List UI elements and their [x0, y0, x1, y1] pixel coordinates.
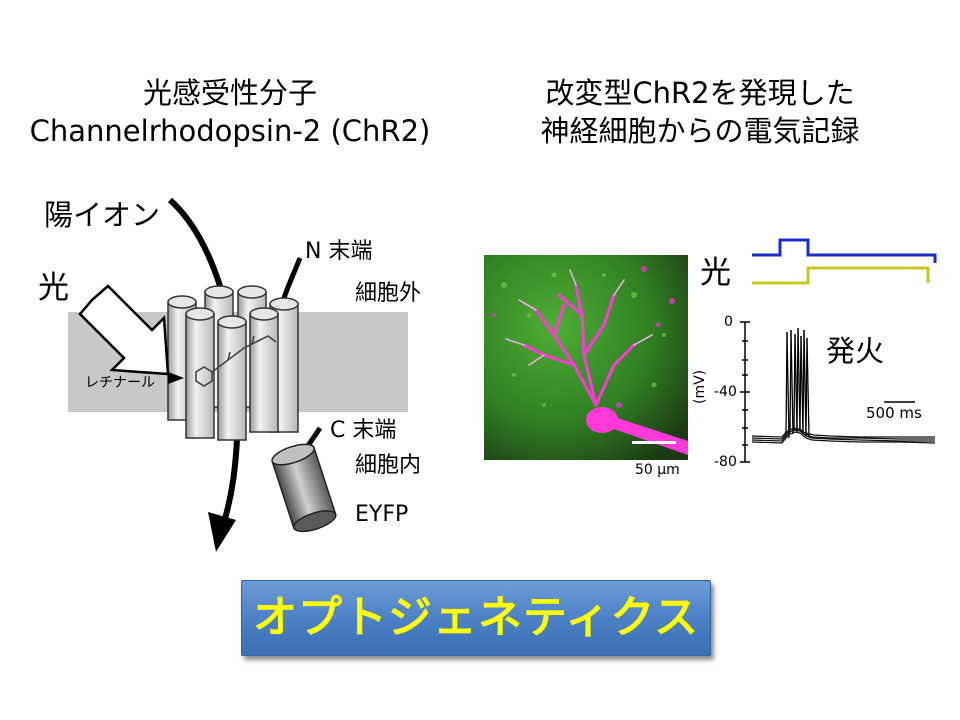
- eyfp-label: EYFP: [355, 502, 409, 527]
- n-terminus-label: N 末端: [305, 239, 373, 264]
- micrograph-scale-bar: [632, 441, 676, 444]
- action-potential-spikes: [785, 327, 810, 439]
- stimulus-light-label: 光: [700, 255, 731, 291]
- light-stimulus-yellow-trace: [752, 266, 930, 285]
- light-label: 光: [38, 270, 69, 306]
- neuron-micrograph: [484, 255, 688, 460]
- firing-label: 発火: [826, 334, 885, 368]
- y-tick-minus40: -40: [714, 384, 737, 400]
- eyfp-cylinder: [271, 443, 337, 533]
- retinal-label: レチナール: [85, 375, 155, 391]
- y-tick-0: 0: [724, 314, 733, 330]
- membrane-voltage-traces: [751, 427, 936, 444]
- c-terminus-label: C 末端: [330, 418, 397, 443]
- left-title-line1: 光感受性分子: [142, 76, 317, 110]
- time-scale-label: 500 ms: [866, 404, 922, 422]
- right-title-line1: 改変型ChR2を発現した: [545, 76, 855, 110]
- retinal-molecule: [195, 335, 277, 387]
- light-stimulus-blue-trace: [752, 238, 937, 263]
- extracellular-label: 細胞外: [355, 281, 422, 306]
- micrograph-scale-label: 50 μm: [635, 462, 680, 478]
- left-title-line2: Channelrhodopsin-2 (ChR2): [29, 114, 431, 148]
- y-tick-minus80: -80: [714, 454, 737, 470]
- voltage-unit-label: (mV): [692, 369, 708, 404]
- banner-title: オプトジェネティクス: [252, 592, 700, 643]
- intracellular-label: 細胞内: [355, 453, 422, 478]
- micrograph-drawing: [484, 255, 688, 460]
- optogenetics-banner: オプトジェネティクス: [241, 580, 711, 656]
- right-title-line2: 神経細胞からの電気記録: [540, 114, 860, 148]
- helix-front-row: [167, 295, 279, 441]
- retinal-pointer-arrow: [168, 372, 184, 384]
- cation-label: 陽イオン: [44, 198, 161, 232]
- cation-arrow-head: [208, 512, 236, 552]
- voltage-axis: [740, 321, 750, 463]
- light-arrow: [78, 284, 170, 376]
